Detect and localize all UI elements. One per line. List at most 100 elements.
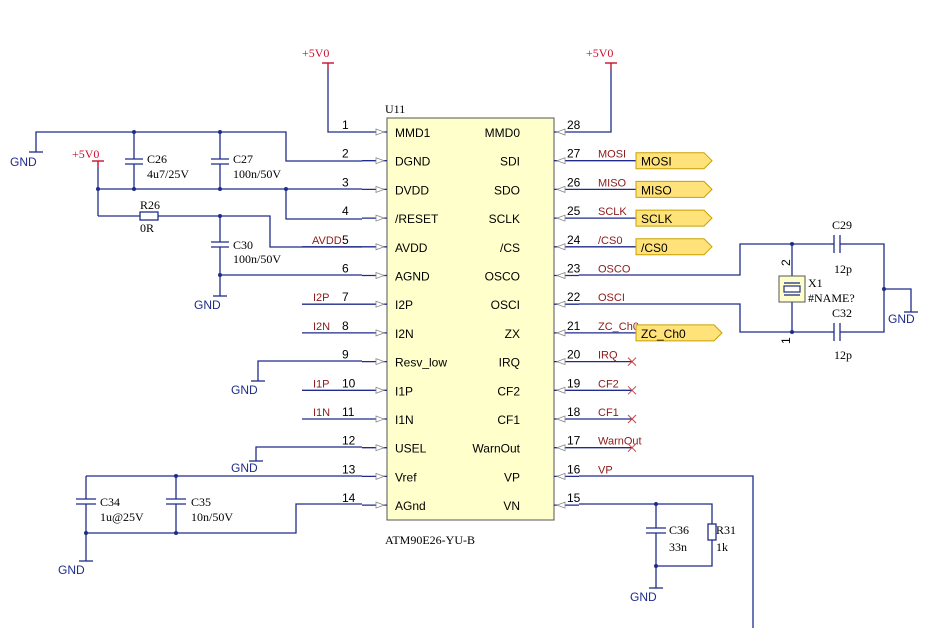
pin-number: 24 bbox=[567, 233, 581, 247]
net-port-cs0: /CS0 bbox=[635, 238, 713, 256]
vref-net: GND bbox=[58, 474, 362, 577]
svg-text:GND: GND bbox=[630, 590, 657, 604]
pin-number: 26 bbox=[567, 175, 581, 189]
pin-name: OSCI bbox=[491, 298, 520, 312]
ic-pin-right-24: 24/CS/CS0 bbox=[500, 233, 636, 255]
pin-name: I2P bbox=[395, 298, 413, 312]
svg-text:X1: X1 bbox=[808, 276, 823, 290]
svg-text:GND: GND bbox=[10, 155, 37, 169]
net-port-miso: MISO bbox=[635, 180, 713, 198]
pin-number: 11 bbox=[342, 405, 355, 419]
svg-text:#NAME?: #NAME? bbox=[808, 291, 855, 305]
left-pins: 1MMD12DGND3DVDD4/RESET5AVDDAVDD6AGND7I2P… bbox=[302, 118, 447, 513]
pin-name: MMD0 bbox=[485, 126, 521, 140]
svg-text:R26: R26 bbox=[140, 198, 160, 212]
pin-number: 3 bbox=[342, 175, 349, 189]
resistor-r31: R31 1k bbox=[707, 523, 736, 554]
net-port-zc_ch0: ZC_Ch0 bbox=[635, 324, 723, 342]
pin-name: SCLK bbox=[489, 212, 520, 226]
pin-name: AGND bbox=[395, 270, 430, 284]
svg-text:GND: GND bbox=[888, 312, 915, 326]
pin-name: I1P bbox=[395, 384, 413, 398]
capacitor-c29: C29 12p bbox=[830, 218, 852, 276]
pin-number: 5 bbox=[342, 233, 349, 247]
net-label: MOSI bbox=[598, 149, 626, 161]
svg-text:33n: 33n bbox=[669, 540, 687, 554]
pin-number: 17 bbox=[567, 434, 581, 448]
pin-name: IRQ bbox=[499, 356, 520, 370]
usel-gnd: GND bbox=[231, 446, 362, 475]
pin-number: 10 bbox=[342, 376, 356, 390]
ic-body bbox=[386, 117, 555, 521]
net-port-sclk: SCLK bbox=[635, 209, 713, 227]
net-label: I2N bbox=[313, 321, 330, 333]
net-port-label: MOSI bbox=[641, 155, 672, 169]
capacitor-c35: C35 10n/50V bbox=[166, 495, 233, 524]
net-label: /CS0 bbox=[598, 235, 622, 247]
pin-number: 25 bbox=[567, 204, 581, 218]
net-label: VP bbox=[598, 464, 613, 476]
pin-name: AGnd bbox=[395, 499, 426, 513]
pin-number: 20 bbox=[567, 348, 581, 362]
pin-number: 7 bbox=[342, 290, 349, 304]
net-label: OSCO bbox=[598, 264, 631, 276]
pin-name: CF1 bbox=[497, 413, 520, 427]
resistor-r26: R26 0R bbox=[98, 198, 222, 235]
svg-text:1: 1 bbox=[779, 337, 793, 344]
oscillator-net: GND bbox=[579, 242, 918, 334]
ic-ref: U11 bbox=[385, 102, 405, 116]
net-label: SCLK bbox=[598, 206, 627, 218]
pin-name: DVDD bbox=[395, 183, 429, 197]
pin-name: AVDD bbox=[395, 241, 428, 255]
svg-text:10n/50V: 10n/50V bbox=[191, 510, 233, 524]
capacitor-c26: C26 4u7/25V bbox=[125, 132, 189, 189]
svg-text:C35: C35 bbox=[191, 495, 211, 509]
svg-text:GND: GND bbox=[58, 563, 85, 577]
svg-text:+5V0: +5V0 bbox=[586, 46, 613, 60]
svg-text:C26: C26 bbox=[147, 152, 167, 166]
svg-text:GND: GND bbox=[231, 461, 258, 475]
net-label: I1P bbox=[313, 378, 330, 390]
svg-text:2: 2 bbox=[779, 259, 793, 266]
pin-name: VP bbox=[504, 470, 520, 484]
net-label: ZC_Ch0 bbox=[598, 321, 639, 333]
pin-name: USEL bbox=[395, 442, 427, 456]
capacitor-c36: C36 33n bbox=[646, 523, 689, 554]
pin-name: I2N bbox=[395, 327, 414, 341]
pin-name: VN bbox=[503, 499, 520, 513]
net-port-label: /CS0 bbox=[641, 241, 668, 255]
svg-text:1u@25V: 1u@25V bbox=[100, 510, 144, 524]
net-label: IRQ bbox=[598, 350, 618, 362]
net-label: CF1 bbox=[598, 407, 619, 419]
svg-text:4u7/25V: 4u7/25V bbox=[147, 167, 189, 181]
crystal-x1: X1 #NAME? 2 1 bbox=[778, 259, 855, 344]
pin-name: WarnOut bbox=[472, 442, 520, 456]
svg-text:R31: R31 bbox=[716, 523, 736, 537]
pin-number: 16 bbox=[567, 462, 581, 476]
svg-text:12p: 12p bbox=[834, 348, 852, 362]
pin-name: Resv_low bbox=[395, 356, 447, 370]
pin-number: 8 bbox=[342, 319, 349, 333]
capacitor-c30: C30 100n/50V GND bbox=[194, 215, 362, 312]
svg-text:1k: 1k bbox=[716, 540, 728, 554]
svg-text:C34: C34 bbox=[100, 495, 120, 509]
capacitor-c32: C32 12p bbox=[830, 306, 852, 362]
pin-number: 19 bbox=[567, 376, 581, 390]
capacitor-c34: C34 1u@25V bbox=[76, 495, 144, 524]
